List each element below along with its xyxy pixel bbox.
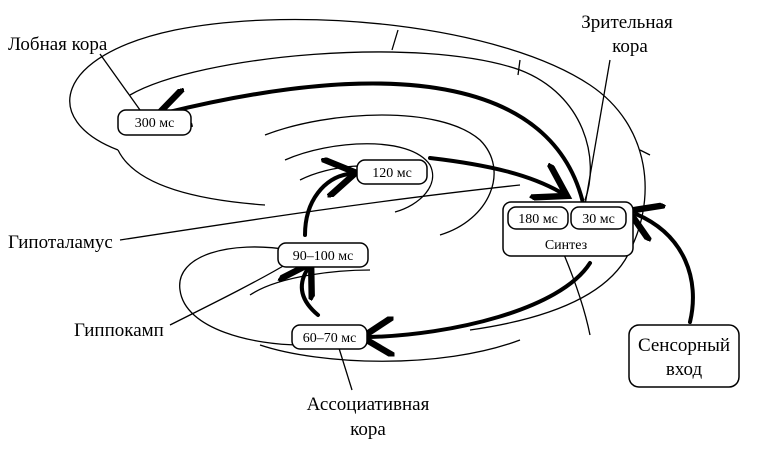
- hippocampus-leader: [169, 261, 291, 326]
- sensory-input-box: Сенсорный вход: [628, 324, 740, 388]
- frontal-leader: [99, 53, 141, 111]
- visual-leader: [584, 59, 611, 206]
- box-synthesis-group: 180 мс 30 мс Синтез: [502, 201, 634, 257]
- arrow-synthesis-to-association: [370, 261, 592, 337]
- timing-120-label: 120 мс: [372, 166, 412, 181]
- sensory-input-line2: вход: [666, 359, 703, 380]
- middle-cortex-outline: [129, 51, 591, 201]
- arrow-hypothalamus-to-120: [303, 174, 348, 237]
- brain-outline: [69, 18, 651, 362]
- arrow-visual-to-frontal: [165, 81, 587, 214]
- hippocampus-label: Гиппокамп: [74, 320, 164, 341]
- box-60-70: 60–70 мс: [291, 324, 368, 350]
- timing-180-label: 180 мс: [518, 212, 558, 227]
- temporal-lobe-outline: [179, 246, 301, 346]
- association-cortex-label-line2: кора: [350, 419, 386, 440]
- cingulate-inner-2: [284, 143, 434, 213]
- visual-cortex-label-line2: кора: [612, 36, 648, 57]
- box-300: 300 мс: [117, 109, 192, 136]
- association-cortex-label-line1: Ассоциативная: [307, 394, 430, 415]
- region-labels: Лобная кора Зрительная кора Гипоталамус …: [8, 12, 673, 440]
- top-tick-2: [517, 59, 521, 76]
- signal-arrows: [165, 81, 695, 337]
- hypothalamus-label: Гипоталамус: [8, 232, 113, 253]
- hypothalamus-leader: [119, 184, 521, 241]
- timing-30-label: 30 мс: [582, 212, 615, 227]
- synthesis-label: Синтез: [545, 238, 588, 253]
- arrow-association-to-hypothalamus: [302, 270, 320, 317]
- timing-60-70-label: 60–70 мс: [303, 331, 357, 346]
- cingulate-inner: [264, 114, 495, 236]
- frontal-cortex-label: Лобная кора: [8, 34, 108, 55]
- arrow-120-to-visual: [428, 156, 560, 192]
- box-120: 120 мс: [356, 159, 428, 185]
- timing-90-100-label: 90–100 мс: [293, 249, 354, 264]
- top-tick-1: [391, 29, 399, 51]
- outer-cortex-lower: [117, 149, 266, 206]
- visual-cortex-label-line1: Зрительная: [581, 12, 673, 33]
- right-tick: [639, 149, 651, 156]
- arrow-sensory-to-30: [636, 214, 695, 324]
- box-90-100: 90–100 мс: [277, 242, 369, 268]
- association-leader: [337, 344, 353, 391]
- sensory-input-line1: Сенсорный: [638, 335, 730, 356]
- timing-300-label: 300 мс: [135, 116, 175, 131]
- outer-cortex-outline: [69, 18, 646, 331]
- temporal-lobe-lower: [259, 339, 521, 362]
